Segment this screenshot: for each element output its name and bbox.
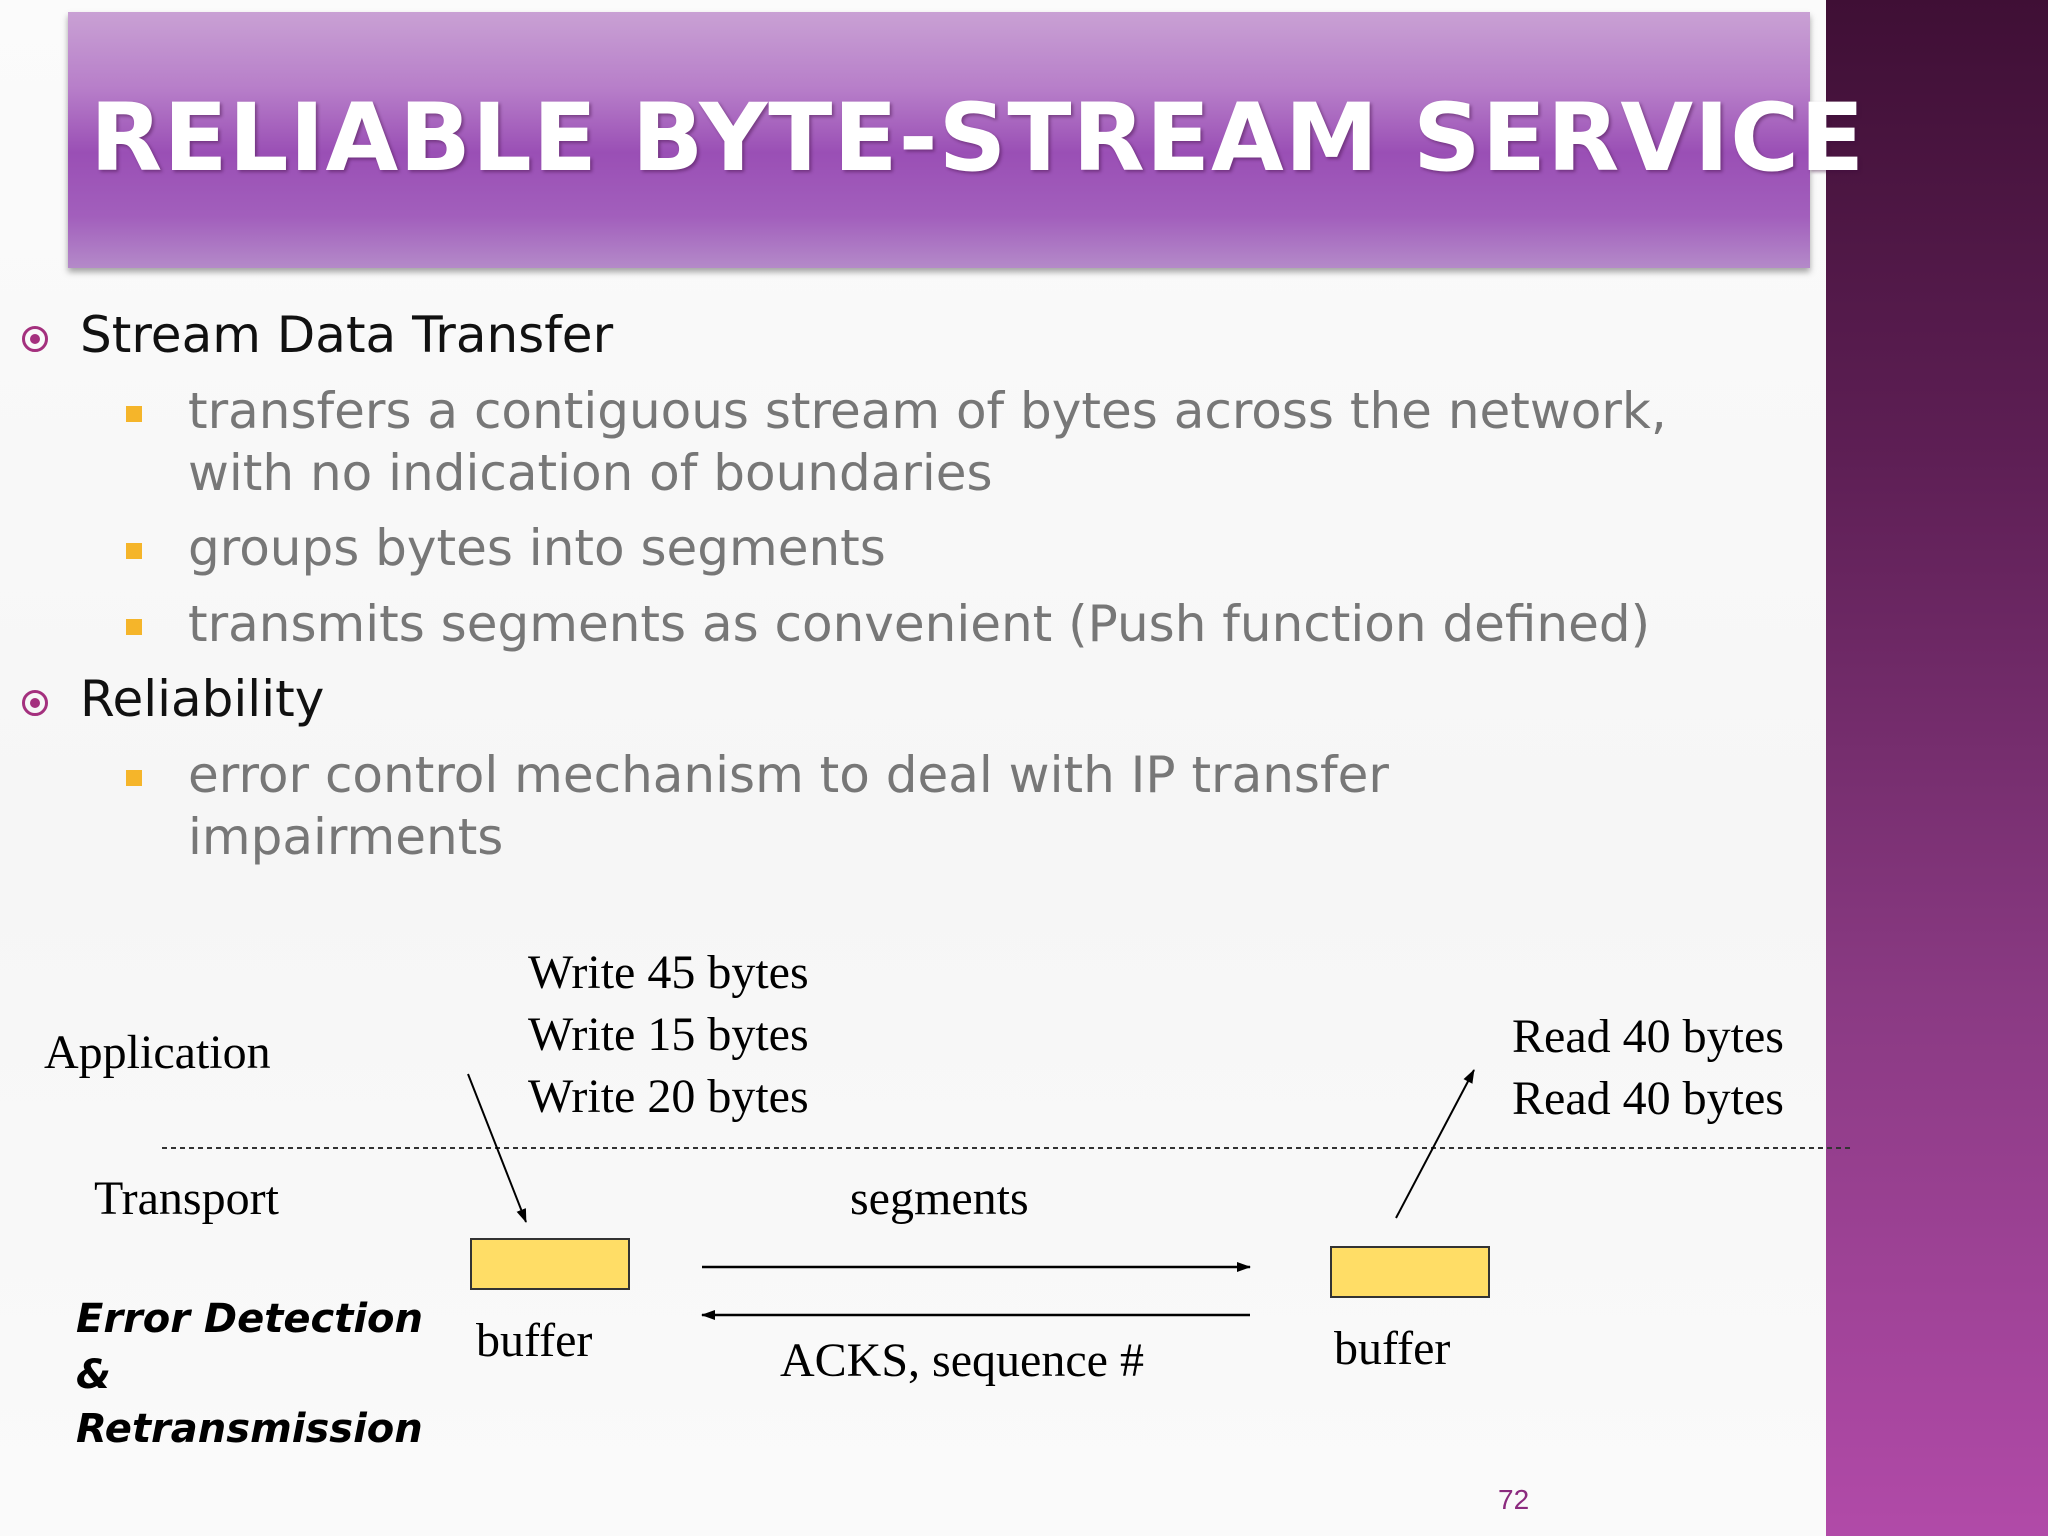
right-buffer-box bbox=[1330, 1246, 1490, 1298]
sub-bullet-contiguous-stream: transfers a contiguous stream of bytes a… bbox=[188, 380, 1667, 504]
error-detection-label: Error Detection bbox=[76, 1296, 423, 1342]
left-buffer-label: buffer bbox=[476, 1314, 593, 1367]
page-number: 72 bbox=[1498, 1484, 1530, 1515]
sub-bullet-groups-bytes: groups bytes into segments bbox=[188, 517, 886, 579]
sub-bullet-line: impairments bbox=[188, 808, 504, 866]
bullet-square-icon bbox=[126, 619, 142, 635]
sub-bullet-line: error control mechanism to deal with IP … bbox=[188, 746, 1389, 804]
read-arrow bbox=[1395, 1069, 1475, 1219]
sub-bullet-error-control: error control mechanism to deal with IP … bbox=[188, 744, 1389, 868]
write-item: Write 20 bytes bbox=[528, 1070, 809, 1123]
read-list: Read 40 bytes Read 40 bytes bbox=[1512, 1006, 1784, 1130]
error-ampersand-label: & bbox=[76, 1352, 111, 1398]
write-item: Write 45 bytes bbox=[528, 946, 809, 999]
transport-label: Transport bbox=[94, 1172, 279, 1225]
application-label: Application bbox=[44, 1026, 271, 1079]
decorative-side-band bbox=[1826, 0, 2048, 1536]
write-item: Write 15 bytes bbox=[528, 1008, 809, 1061]
retransmission-label: Retransmission bbox=[76, 1406, 423, 1452]
bullet-stream-data-transfer: Stream Data Transfer bbox=[80, 306, 614, 364]
write-list: Write 45 bytes Write 15 bytes Write 20 b… bbox=[528, 942, 809, 1128]
sub-bullet-line: transmits segments as convenient (Push f… bbox=[188, 595, 1651, 653]
segments-label: segments bbox=[850, 1172, 1029, 1225]
bullet-square-icon bbox=[126, 543, 142, 559]
read-item: Read 40 bytes bbox=[1512, 1010, 1784, 1063]
bullet-square-icon bbox=[126, 406, 142, 422]
read-item: Read 40 bytes bbox=[1512, 1072, 1784, 1125]
bullet-square-icon bbox=[126, 770, 142, 786]
title-bar: RELIABLE BYTE-STREAM SERVICE bbox=[68, 12, 1864, 268]
right-buffer-label: buffer bbox=[1334, 1322, 1451, 1375]
acks-label: ACKS, sequence # bbox=[780, 1334, 1144, 1387]
sub-bullet-transmits-segments: transmits segments as convenient (Push f… bbox=[188, 593, 1650, 655]
slide-title: RELIABLE BYTE-STREAM SERVICE bbox=[90, 84, 1866, 193]
bullet-circle-icon bbox=[22, 690, 48, 716]
sub-bullet-line: groups bytes into segments bbox=[188, 519, 886, 577]
bullet-circle-icon bbox=[22, 326, 48, 352]
sub-bullet-line: with no indication of boundaries bbox=[188, 444, 993, 502]
left-buffer-box bbox=[470, 1238, 630, 1290]
write-arrow bbox=[467, 1073, 527, 1223]
sub-bullet-line: transfers a contiguous stream of bytes a… bbox=[188, 382, 1667, 440]
bullet-reliability: Reliability bbox=[80, 670, 325, 728]
